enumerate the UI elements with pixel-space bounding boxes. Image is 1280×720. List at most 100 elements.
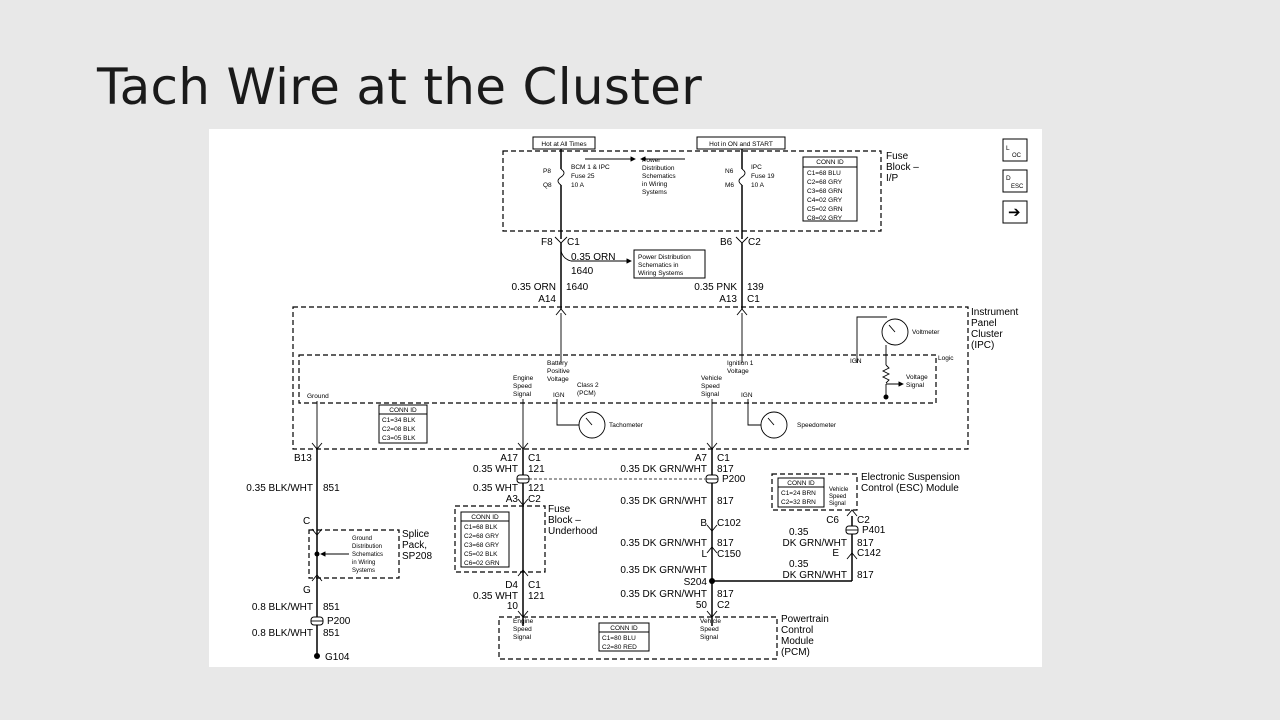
- class2-line2: (PCM): [577, 390, 596, 397]
- hot-all-times-box: [532, 136, 596, 150]
- ipc-label-3: Cluster: [971, 329, 1003, 340]
- fuse-ip-label-3: I/P: [886, 173, 899, 184]
- esc-vss-line2: Speed: [829, 494, 846, 500]
- class2-line1: Class 2: [577, 382, 599, 389]
- orn-branch-num: 1640: [571, 266, 594, 277]
- pcm-label-3: Module: [781, 636, 814, 647]
- fuse25-line3: 10 A: [571, 182, 585, 189]
- esc-grn1-num: 817: [857, 538, 874, 549]
- fuse-ip-conn-id-box: [802, 156, 858, 222]
- pcm-label-2: Control: [781, 625, 813, 636]
- esc-conn-id-box: [777, 477, 825, 508]
- fuse-ip-conn-c5: C5=02 GRN: [807, 206, 843, 213]
- tachometer-gauge-icon: [578, 411, 606, 439]
- fuse-uh-label-2: Block –: [548, 515, 581, 526]
- ipc-engine-line3: Signal: [513, 391, 532, 398]
- slide-title: Tach Wire at the Cluster: [97, 58, 703, 116]
- ground-dist-line1: Ground: [352, 536, 372, 542]
- wht2-label: 0.35 WHT: [473, 483, 518, 494]
- fuse-uh-conn-c3: C3=68 GRY: [464, 542, 500, 549]
- c150-l-label: L: [701, 549, 707, 560]
- a17-c1-label: C1: [528, 453, 541, 464]
- a7-c1-label: C1: [717, 453, 730, 464]
- n6-label: N6: [725, 168, 734, 175]
- voltage-signal-line1: Voltage: [906, 374, 928, 381]
- top-c2-label: C2: [748, 237, 761, 248]
- voltmeter-ign-label: IGN: [850, 358, 862, 365]
- fuse-25-symbol: [557, 168, 565, 186]
- pcm-label-4: (PCM): [781, 647, 810, 658]
- resistor-symbol: [881, 364, 891, 384]
- ipc-ground-label: Ground: [307, 393, 329, 400]
- loc-icon-sub: OC: [1012, 153, 1022, 159]
- ipc-label-1: Instrument: [971, 307, 1018, 318]
- fuse25-line1: BCM 1 & IPC: [571, 164, 610, 171]
- p8-label: P8: [543, 168, 551, 175]
- grn5-label: 0.35 DK GRN/WHT: [620, 589, 707, 600]
- ground-dist-line5: Systems: [352, 568, 375, 574]
- a3-c2-label: C2: [528, 494, 541, 505]
- loc-icon[interactable]: L OC: [1002, 138, 1028, 162]
- next-arrow-glyph: ➔: [1008, 203, 1021, 221]
- grn1-label: 0.35 DK GRN/WHT: [620, 464, 707, 475]
- next-arrow-icon[interactable]: ➔: [1002, 200, 1028, 224]
- ipc-vss-line1: Vehicle: [701, 375, 722, 382]
- fuse-ip-label-1: Fuse: [886, 151, 909, 162]
- d4-label: D4: [505, 580, 518, 591]
- power-dist-line3: Schematics: [642, 173, 676, 180]
- logic-label: Logic: [938, 355, 954, 362]
- esc-grn2-line2: DK GRN/WHT: [783, 570, 847, 581]
- a3-label: A3: [506, 494, 519, 505]
- esc-conn-c1: C1=24 BRN: [781, 490, 816, 497]
- esc-vss-line1: Vehicle: [829, 487, 849, 493]
- ground-dist-line3: Schematics: [352, 552, 383, 558]
- ipc-outline: [292, 306, 969, 450]
- a13-label: A13: [719, 294, 737, 305]
- splice-label-2: Pack,: [402, 540, 427, 551]
- pcm-label-1: Powertrain: [781, 614, 829, 625]
- esc-grn2-line1: 0.35: [789, 559, 809, 570]
- a17-label: A17: [500, 453, 518, 464]
- esc-module-outline: [771, 473, 858, 511]
- orn-main-num: 1640: [566, 282, 589, 293]
- grn2-label: 0.35 DK GRN/WHT: [620, 496, 707, 507]
- ipc-label-4: (IPC): [971, 340, 994, 351]
- wiring-diagram: L OC D ESC ➔ Hot at All Times Hot in ON …: [209, 129, 1042, 667]
- ipc-conn-c1: C1=34 BLK: [382, 417, 416, 424]
- pcm-conn-c1: C1=80 BLU: [602, 635, 636, 642]
- splice-c-label: C: [303, 516, 310, 527]
- esc-c2-label: C2: [857, 515, 870, 526]
- fuse-uh-conn-c2: C2=68 GRY: [464, 533, 500, 540]
- splice-label-1: Splice: [402, 529, 430, 540]
- power-dist-box: [633, 249, 706, 279]
- b13-label: B13: [294, 453, 312, 464]
- battery-line3: Voltage: [547, 376, 569, 383]
- pcm-c2-label: C2: [717, 600, 730, 611]
- a14-label: A14: [538, 294, 556, 305]
- c102-b-label: B: [700, 518, 707, 529]
- grn5-num: 817: [717, 589, 734, 600]
- splice-label-3: SP208: [402, 551, 432, 562]
- pcm-vss-line2: Speed: [700, 626, 719, 633]
- ipc-conn-id-box: [378, 404, 428, 444]
- desc-icon[interactable]: D ESC: [1002, 169, 1028, 193]
- esc-label-1: Electronic Suspension: [861, 472, 960, 483]
- blk2-label: 0.8 BLK/WHT: [252, 602, 313, 613]
- fuse-ip-conn-title: CONN ID: [816, 159, 844, 166]
- wht2-num: 121: [528, 483, 545, 494]
- desc-icon-letter: D: [1006, 175, 1011, 182]
- ground-dot: [883, 394, 889, 400]
- hot-all-times-label: Hot at All Times: [541, 141, 587, 148]
- power-dist-line2: Distribution: [642, 165, 675, 172]
- fuse-ip-conn-c8: C8=02 GRY: [807, 215, 843, 222]
- wht3-label: 0.35 WHT: [473, 591, 518, 602]
- fuse-block-ip-outline: [502, 150, 882, 232]
- voltmeter-label: Voltmeter: [912, 329, 940, 336]
- pcm-conn-c2: C2=80 RED: [602, 644, 637, 651]
- esc-grn1-line1: 0.35: [789, 527, 809, 538]
- fuse-uh-conn-c6: C6=02 GRN: [464, 560, 500, 567]
- d4-c1-label: C1: [528, 580, 541, 591]
- fuse19-line1: IPC: [751, 164, 762, 171]
- fuse-uh-label-1: Fuse: [548, 504, 571, 515]
- esc-conn-title: CONN ID: [787, 480, 815, 487]
